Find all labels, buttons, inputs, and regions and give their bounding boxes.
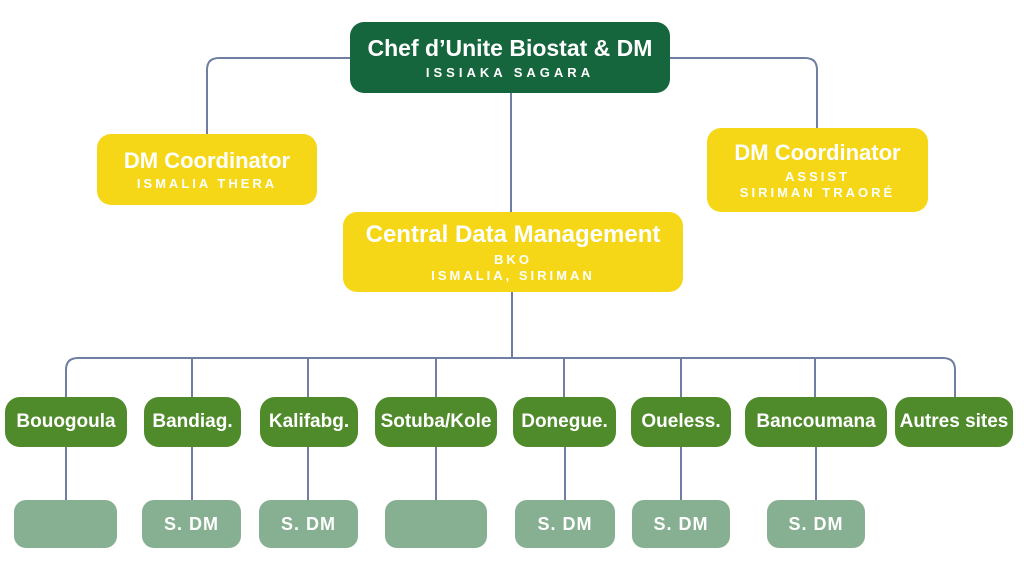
sub-node-6: S. DM: [632, 500, 730, 548]
connector-root-to-right-coordinator: [670, 57, 818, 128]
node-central-persons: ISMALIA, SIRIMAN: [431, 267, 595, 283]
site-node-bancoumana: Bancoumana: [745, 397, 887, 447]
node-central-data-management: Central Data Management BKO ISMALIA, SIR…: [343, 212, 683, 292]
sub-node-4: [385, 500, 487, 548]
site-node-sotuba-kole: Sotuba/Kole: [375, 397, 497, 447]
sub-node-2: S. DM: [142, 500, 241, 548]
sub-node-7: S. DM: [767, 500, 865, 548]
node-dm-coordinator-left-title: DM Coordinator: [123, 147, 291, 173]
site-node-bouogoula: Bouogoula: [5, 397, 127, 447]
node-central-title: Central Data Management: [365, 221, 661, 249]
sub-node-1: [14, 500, 117, 548]
node-chef-unite-person: ISSIAKA SAGARA: [425, 64, 595, 80]
sub-node-3: S. DM: [259, 500, 358, 548]
node-dm-coordinator-right-title: DM Coordinator: [734, 140, 901, 166]
node-dm-coordinator-right-role: ASSIST: [785, 168, 850, 184]
node-dm-coordinator-left-person: ISMALIA THERA: [136, 176, 278, 192]
node-chef-unite: Chef d’Unite Biostat & DM ISSIAKA SAGARA: [350, 22, 670, 93]
node-dm-coordinator-left: DM Coordinator ISMALIA THERA: [97, 134, 317, 205]
node-chef-unite-title: Chef d’Unite Biostat & DM: [367, 35, 653, 62]
site-node-oueless: Oueless.: [631, 397, 731, 447]
connector-root-to-left-coordinator: [206, 57, 350, 134]
sub-node-5: S. DM: [515, 500, 615, 548]
site-node-autres-sites: Autres sites: [895, 397, 1013, 447]
node-central-location: BKO: [494, 251, 532, 267]
site-node-donegue: Donegue.: [513, 397, 616, 447]
site-node-kalifabg: Kalifabg.: [260, 397, 358, 447]
node-dm-coordinator-right: DM Coordinator ASSIST SIRIMAN TRAORÉ: [707, 128, 928, 212]
node-dm-coordinator-right-person: SIRIMAN TRAORÉ: [739, 184, 896, 200]
site-node-bandiag: Bandiag.: [144, 397, 241, 447]
connector-bus: [65, 357, 956, 397]
